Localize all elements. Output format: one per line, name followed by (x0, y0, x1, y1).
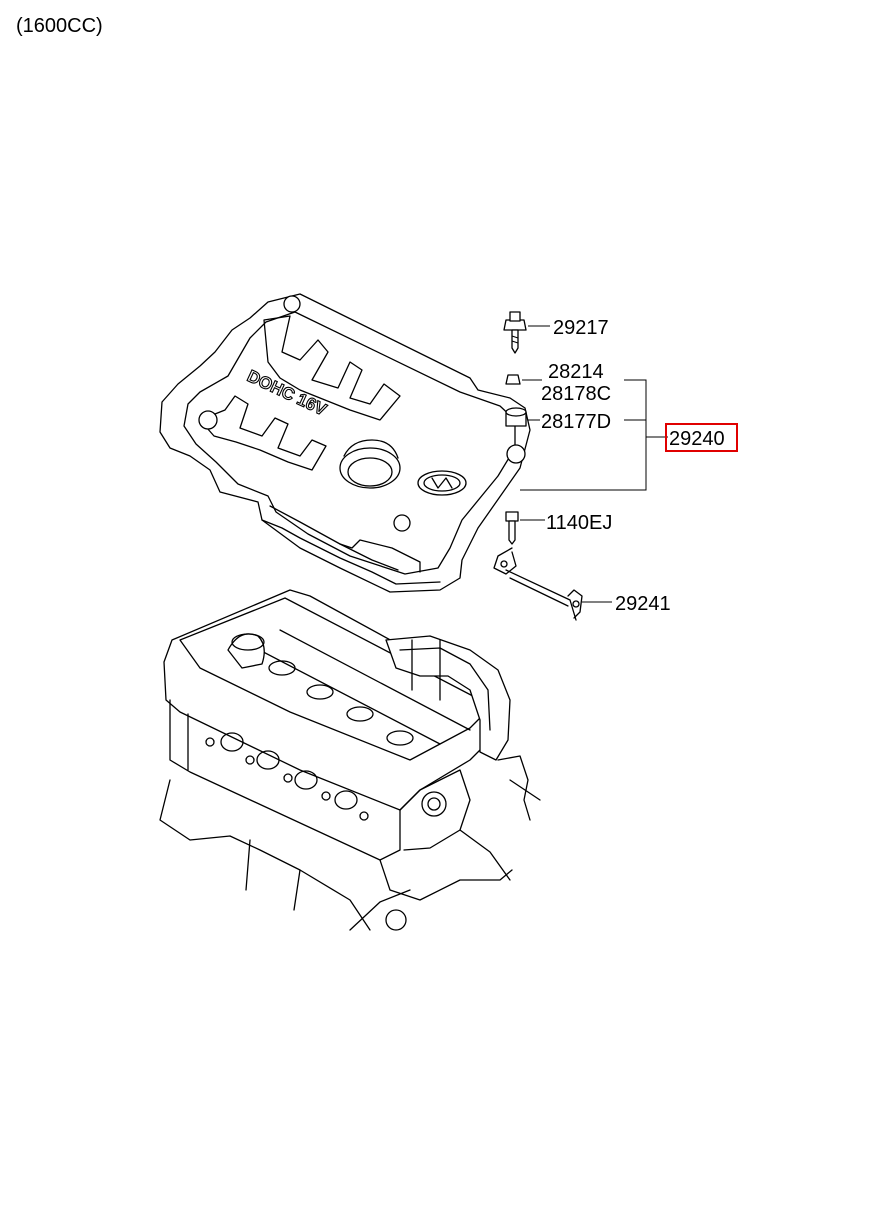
engine-block (159, 589, 541, 931)
engine-variant-label: (1600CC) (16, 15, 103, 37)
bolt-29217-part (503, 311, 527, 354)
collar-28177d-part (505, 407, 527, 427)
callout-1140ej-label: 1140EJ (546, 512, 612, 534)
callout-29240-label: 29240 (669, 428, 725, 450)
bolt-1140ej-part (505, 511, 519, 545)
callout-29241-label: 29241 (615, 593, 671, 615)
engine-cover: DOHC 16V (159, 293, 531, 593)
bracket-29241-part (493, 547, 583, 621)
callout-29240-highlight-box (665, 423, 738, 452)
callout-28178c-label: 28178C (541, 383, 611, 405)
callout-29217-label: 29217 (553, 317, 609, 339)
grommet-28214-part (505, 374, 521, 385)
leader-lines (520, 325, 668, 603)
callout-28214-label: 28214 (548, 361, 604, 383)
callout-28177d-label: 28177D (541, 411, 611, 433)
